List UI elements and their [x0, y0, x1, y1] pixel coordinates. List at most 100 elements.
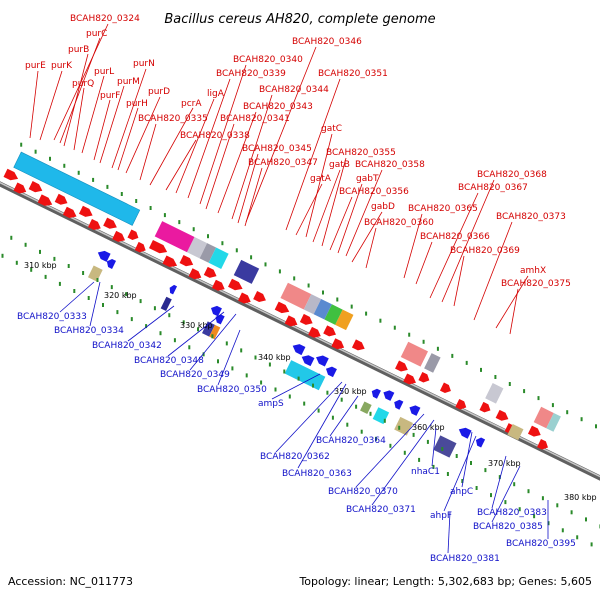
gene-label: BCAH820_0371: [346, 505, 416, 515]
leader-line: [217, 111, 257, 214]
forward-gene-arrow: [103, 217, 117, 229]
tick-mark: [547, 521, 550, 526]
tick-mark: [484, 468, 487, 473]
leader-line: [447, 511, 451, 554]
tick-mark: [221, 241, 224, 246]
reverse-gene-arrow: [97, 250, 111, 262]
tick-mark: [178, 220, 181, 225]
gene-label: BCAH820_0351: [318, 69, 388, 79]
tick-mark: [398, 425, 401, 430]
tick-mark: [202, 352, 205, 357]
forward-gene-arrow: [3, 168, 19, 181]
forward-gene-arrow: [127, 229, 139, 240]
leader-line: [217, 329, 241, 386]
tick-mark: [383, 418, 386, 423]
tick-mark: [369, 411, 372, 416]
tick-mark: [441, 447, 444, 451]
gene-label: ahpF: [430, 511, 452, 521]
tick-mark: [455, 454, 458, 458]
leader-line: [297, 383, 347, 469]
gene-label: BCAH820_0356: [339, 187, 409, 197]
leader-line: [237, 153, 259, 224]
gene-label: purF: [100, 91, 120, 101]
forward-gene-arrow: [179, 254, 194, 267]
reverse-gene-arrow: [475, 437, 486, 448]
tick-mark: [465, 360, 468, 365]
forward-gene-arrow: [395, 360, 408, 372]
tick-mark: [278, 269, 281, 274]
leader-line: [93, 99, 111, 161]
tick-mark: [446, 472, 449, 476]
gene-label: ligA: [207, 89, 225, 99]
tick-mark: [360, 429, 363, 434]
gene-label: BCAH820_0342: [92, 341, 162, 351]
leader-line: [403, 213, 423, 279]
tick-mark: [288, 394, 291, 399]
tick-mark: [580, 417, 583, 422]
tick-mark: [102, 303, 104, 307]
reverse-gene-labels: BCAH820_0333 BCAH820_0334 BCAH820_0342 B…: [17, 312, 576, 564]
reverse-gene-arrow: [394, 399, 404, 410]
leader-line: [473, 221, 513, 321]
tick-mark: [541, 496, 544, 501]
tick-mark: [490, 493, 492, 498]
gene-label: purE: [25, 61, 46, 71]
forward-gene-arrow: [439, 382, 451, 394]
tick-mark: [211, 334, 214, 339]
leader-line: [125, 96, 161, 174]
kbp-label: 380 kbp: [564, 493, 597, 502]
gene-label: BCAH820_0350: [197, 385, 267, 395]
tick-mark: [159, 331, 162, 336]
gene-label: gatA: [310, 174, 332, 184]
tick-mark: [139, 299, 142, 304]
forward-gene-arrow: [37, 194, 53, 206]
tick-mark: [297, 376, 300, 381]
tick-mark: [283, 369, 286, 374]
leader-line: [345, 169, 383, 257]
reverse-gene-arrow: [292, 344, 306, 356]
leader-line: [453, 255, 465, 307]
tick-mark: [106, 184, 109, 189]
gene-label: BCAH820_0341: [220, 114, 290, 124]
gene-label: ampS: [258, 399, 284, 409]
tick-mark: [470, 461, 472, 465]
tick-mark: [217, 359, 219, 364]
forward-gene-arrow: [527, 425, 541, 437]
gene-label: BCAH820_0368: [477, 170, 547, 180]
gene-label: amhX: [520, 266, 546, 276]
leader-line: [271, 373, 321, 400]
tick-mark: [379, 318, 382, 323]
forward-gene-arrow: [13, 182, 27, 194]
tick-mark: [110, 285, 113, 290]
gene-label: purB: [68, 45, 89, 55]
tick-mark: [570, 510, 573, 515]
tick-mark: [268, 362, 271, 367]
tick-mark: [240, 348, 243, 353]
tick-mark: [235, 248, 238, 253]
leader-line: [139, 123, 157, 181]
leader-line: [89, 281, 101, 327]
tick-mark: [523, 389, 526, 394]
leader-line: [117, 107, 139, 171]
gene-label: BCAH820_0324: [70, 14, 140, 24]
cog-box: [199, 243, 217, 263]
gene-label: BCAH820_0349: [160, 370, 230, 380]
gene-label: BCAH820_0348: [134, 356, 204, 366]
leader-line: [199, 64, 247, 205]
tick-mark: [346, 422, 349, 427]
forward-gene-arrow: [479, 401, 491, 413]
gene-label: BCAH820_0333: [17, 312, 87, 322]
forward-gene-arrow: [455, 398, 467, 410]
gene-label: purN: [133, 59, 155, 69]
kbp-label: 330 kbp: [180, 321, 213, 330]
tick-mark: [518, 507, 521, 512]
tick-mark: [566, 410, 569, 415]
tick-mark: [260, 380, 263, 385]
forward-gene-arrow: [162, 255, 178, 268]
tick-mark: [188, 345, 191, 350]
leader-line: [99, 85, 125, 164]
tick-mark: [39, 249, 41, 254]
forward-gene-arrow: [134, 241, 146, 253]
cog-box: [372, 407, 390, 425]
